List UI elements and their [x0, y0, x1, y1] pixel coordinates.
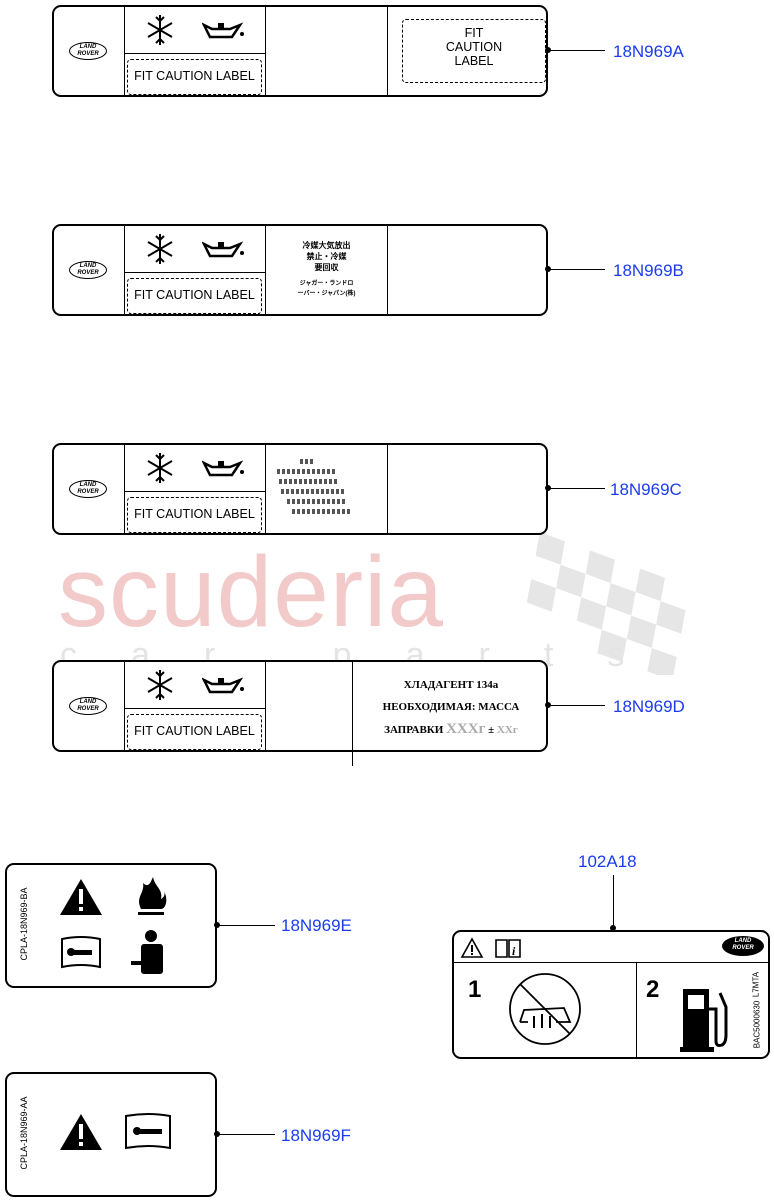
- callout-18n969c[interactable]: 18N969C: [610, 480, 682, 499]
- fire-icon: [138, 877, 167, 915]
- watermark-checker: [526, 532, 686, 675]
- warning-icon: [60, 879, 102, 915]
- fit-caution-label: FIT CAUTION LABEL: [127, 714, 262, 750]
- leader-line: [217, 1134, 275, 1135]
- callout-18n969a[interactable]: 18N969A: [613, 42, 684, 61]
- leader-line: [548, 50, 605, 51]
- label-18n969e: CPLA-18N969-BA: [5, 863, 217, 988]
- side-code-2: BAC5000630: [752, 1000, 762, 1049]
- snowflake-icon: [147, 453, 173, 483]
- label-18n969f: CPLA-18N969-AA: [5, 1072, 217, 1197]
- fuel-pump-icon: [680, 989, 728, 1052]
- oil-can-icon: [202, 22, 244, 39]
- oil-can-icon: [202, 241, 244, 258]
- part-code: CPLA-18N969-AA: [19, 1096, 29, 1170]
- no-heater-icon: [509, 973, 581, 1045]
- technician-icon: [131, 930, 163, 974]
- snowflake-icon: [147, 15, 173, 45]
- callout-18n969f[interactable]: 18N969F: [281, 1126, 351, 1145]
- leader-dot: [610, 925, 616, 931]
- oil-can-icon: [202, 460, 244, 477]
- callout-18n969e[interactable]: 18N969E: [281, 916, 352, 935]
- book-info-icon: i: [495, 939, 521, 958]
- leader-line: [613, 875, 614, 928]
- japanese-warning: 冷媒大気放出禁止・冷媒要回収ジャガー・ランドローバー・ジャパン(株): [297, 241, 356, 297]
- oil-can-icon: [202, 677, 244, 694]
- warning-icon: [460, 937, 484, 958]
- fit-caution-label: FIT CAUTION LABEL: [127, 59, 262, 95]
- manual-wrench-icon: [125, 1113, 171, 1150]
- leader-line: [217, 925, 275, 926]
- fit-caution-label: FIT CAUTION LABEL: [127, 497, 262, 533]
- svg-text:i: i: [512, 944, 516, 958]
- leader-line: [548, 488, 605, 489]
- watermark: scuderia: [58, 536, 444, 648]
- callout-18n969d[interactable]: 18N969D: [613, 697, 685, 716]
- item-number-2: 2: [646, 976, 660, 1003]
- snowflake-icon: [147, 234, 173, 264]
- part-code: CPLA-18N969-BA: [19, 887, 29, 961]
- item-number-1: 1: [468, 976, 482, 1003]
- leader-line: [548, 269, 605, 270]
- manual-wrench-icon: [61, 936, 101, 969]
- fit-caution-label: FIT CAUTION LABEL: [127, 278, 262, 314]
- snowflake-icon: [147, 670, 173, 700]
- leader-line: [548, 705, 605, 706]
- callout-102a18[interactable]: 102A18: [578, 852, 637, 871]
- callout-18n969b[interactable]: 18N969B: [613, 261, 684, 280]
- warning-icon: [60, 1114, 102, 1150]
